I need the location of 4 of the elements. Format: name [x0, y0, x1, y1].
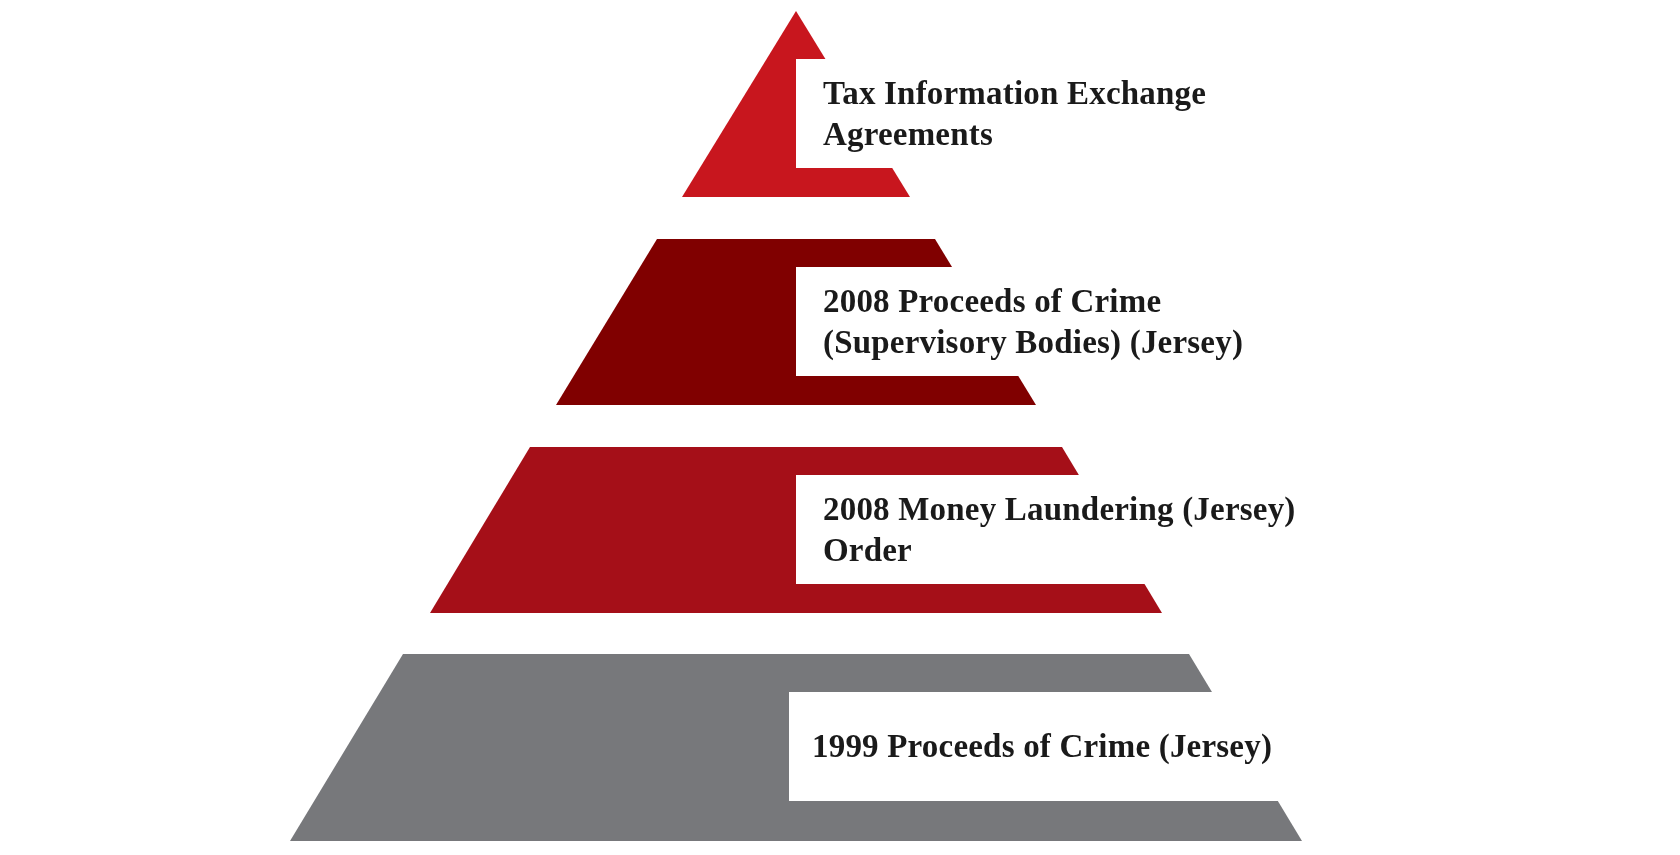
tier-label: 2008 Money Laundering (Jersey) Order [823, 489, 1297, 570]
tier-label: 1999 Proceeds of Crime (Jersey) [812, 727, 1273, 766]
tier-label: 2008 Proceeds of Crime (Supervisory Bodies) (Jersey) [823, 281, 1245, 362]
tier-label: Tax Information Exchange Agreements [823, 73, 1208, 154]
